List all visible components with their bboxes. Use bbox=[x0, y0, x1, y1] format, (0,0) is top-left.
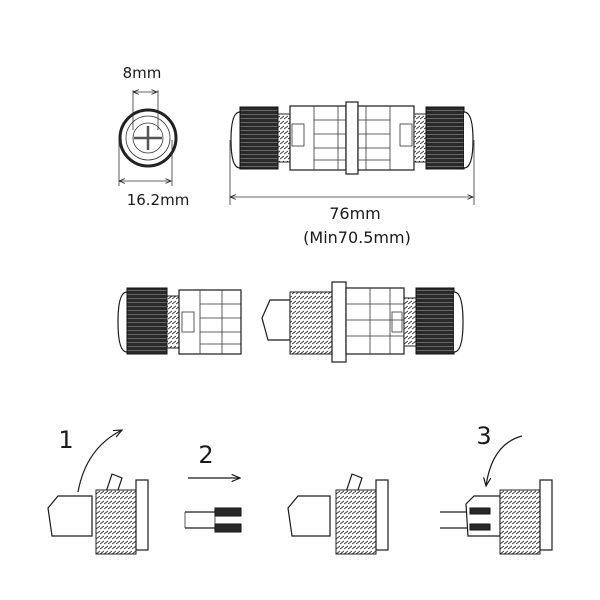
step-2-number: 2 bbox=[198, 441, 213, 469]
contact-cross bbox=[134, 126, 162, 150]
rotate-arrow-down-icon bbox=[486, 435, 523, 486]
side-view-assembled: 76mm (Min70.5mm) bbox=[229, 101, 475, 247]
body-half-left bbox=[178, 289, 242, 355]
outer-diameter-label: 16.2mm bbox=[127, 191, 190, 209]
right-nut bbox=[425, 106, 465, 170]
terminal-lever bbox=[261, 299, 291, 341]
collar-part bbox=[331, 281, 347, 363]
stripped-wire-icon bbox=[184, 507, 242, 533]
lever-closed bbox=[499, 489, 541, 555]
left-nut bbox=[239, 106, 279, 170]
body-left bbox=[289, 105, 347, 171]
center-collar bbox=[345, 101, 359, 175]
min-length-label: (Min70.5mm) bbox=[303, 228, 411, 247]
step-1-number: 1 bbox=[58, 426, 73, 454]
step-2: 2 bbox=[184, 441, 242, 533]
threaded-sleeve bbox=[289, 291, 333, 355]
rotate-arrow-up-icon bbox=[77, 430, 122, 493]
nut-part bbox=[126, 287, 168, 355]
inner-diameter-label: 8mm bbox=[123, 64, 162, 82]
step-3: 3 bbox=[440, 422, 553, 555]
side-view-disassembled bbox=[117, 281, 464, 363]
step-1: 1 bbox=[47, 426, 149, 555]
length-label: 76mm bbox=[329, 204, 381, 223]
end-view: 8mm 16.2mm bbox=[118, 64, 190, 209]
step-3-number: 3 bbox=[476, 422, 491, 450]
body-half-right bbox=[345, 287, 405, 355]
nut-part-right bbox=[415, 287, 455, 355]
step-2-connector bbox=[287, 473, 389, 555]
